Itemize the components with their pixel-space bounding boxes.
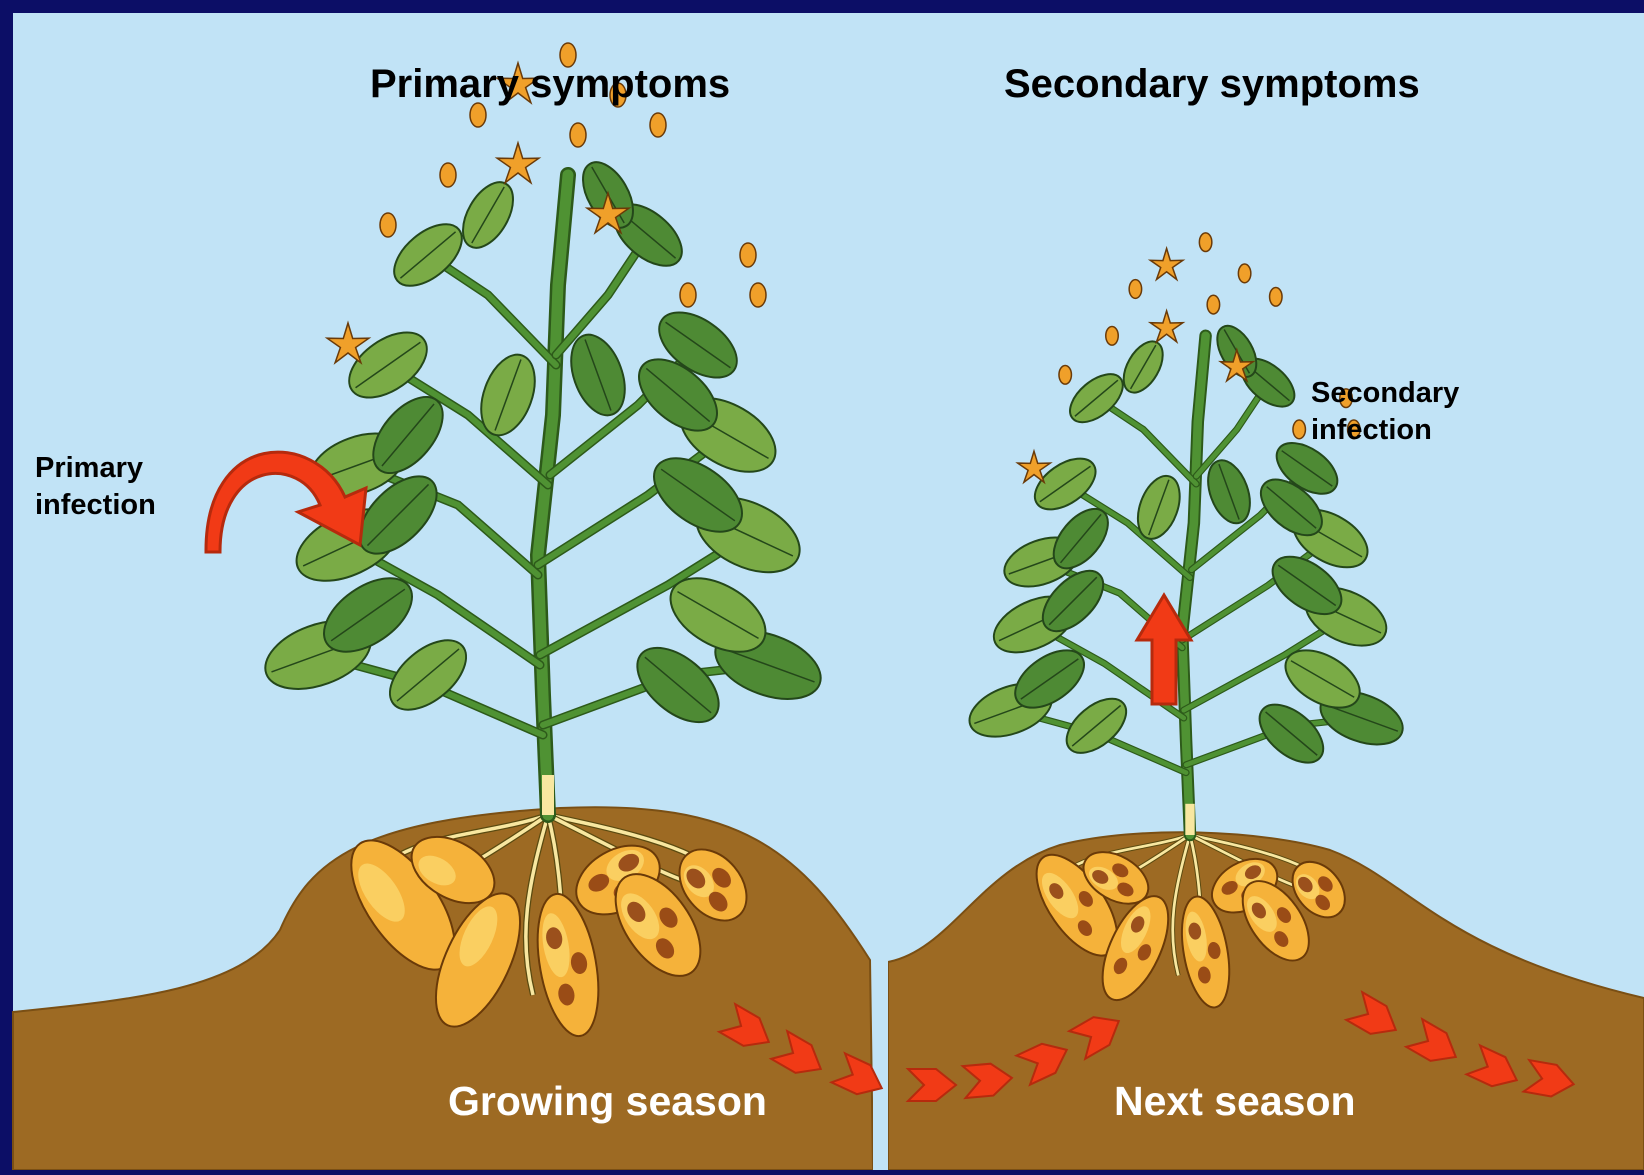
flower <box>650 113 666 137</box>
stem-base <box>1185 804 1194 835</box>
flower-bud <box>1207 295 1219 314</box>
flower <box>740 243 756 267</box>
flower-bud <box>750 283 766 307</box>
next-season-label: Next season <box>1114 1078 1356 1125</box>
flower <box>1293 420 1305 439</box>
flower-bud <box>570 123 586 147</box>
flower-bud <box>440 163 456 187</box>
flower <box>750 283 766 307</box>
flower-bud <box>1199 233 1211 252</box>
flower-bud <box>680 283 696 307</box>
flower <box>380 213 396 237</box>
flower <box>1238 264 1250 283</box>
stem-base <box>542 775 554 815</box>
flower <box>1059 365 1071 384</box>
flower-bud <box>1059 365 1071 384</box>
flower-bud <box>1129 280 1141 299</box>
primary-infection-label-line2: infection <box>35 487 156 524</box>
flower-bud <box>1270 287 1282 306</box>
secondary-infection-label-line1: Secondary <box>1311 375 1459 412</box>
flower <box>1129 280 1141 299</box>
flower <box>1106 326 1118 345</box>
primary-infection-label: Primary infection <box>35 450 156 524</box>
flower <box>1270 287 1282 306</box>
secondary-symptoms-title: Secondary symptoms <box>1004 62 1420 107</box>
season-divider <box>873 960 888 1170</box>
secondary-infection-label-line2: infection <box>1311 412 1459 449</box>
flower-bud <box>1238 264 1250 283</box>
flower <box>570 123 586 147</box>
flower <box>680 283 696 307</box>
flower-bud <box>380 213 396 237</box>
secondary-infection-label: Secondary infection <box>1311 375 1459 449</box>
flower-bud <box>1293 420 1305 439</box>
growing-season-label: Growing season <box>448 1078 767 1125</box>
flower-bud <box>1106 326 1118 345</box>
primary-infection-label-line1: Primary <box>35 450 156 487</box>
flower <box>440 163 456 187</box>
primary-symptoms-title: Primary symptoms <box>370 62 730 107</box>
flower-bud <box>740 243 756 267</box>
flower-bud <box>650 113 666 137</box>
flower <box>1207 295 1219 314</box>
flower <box>1199 233 1211 252</box>
